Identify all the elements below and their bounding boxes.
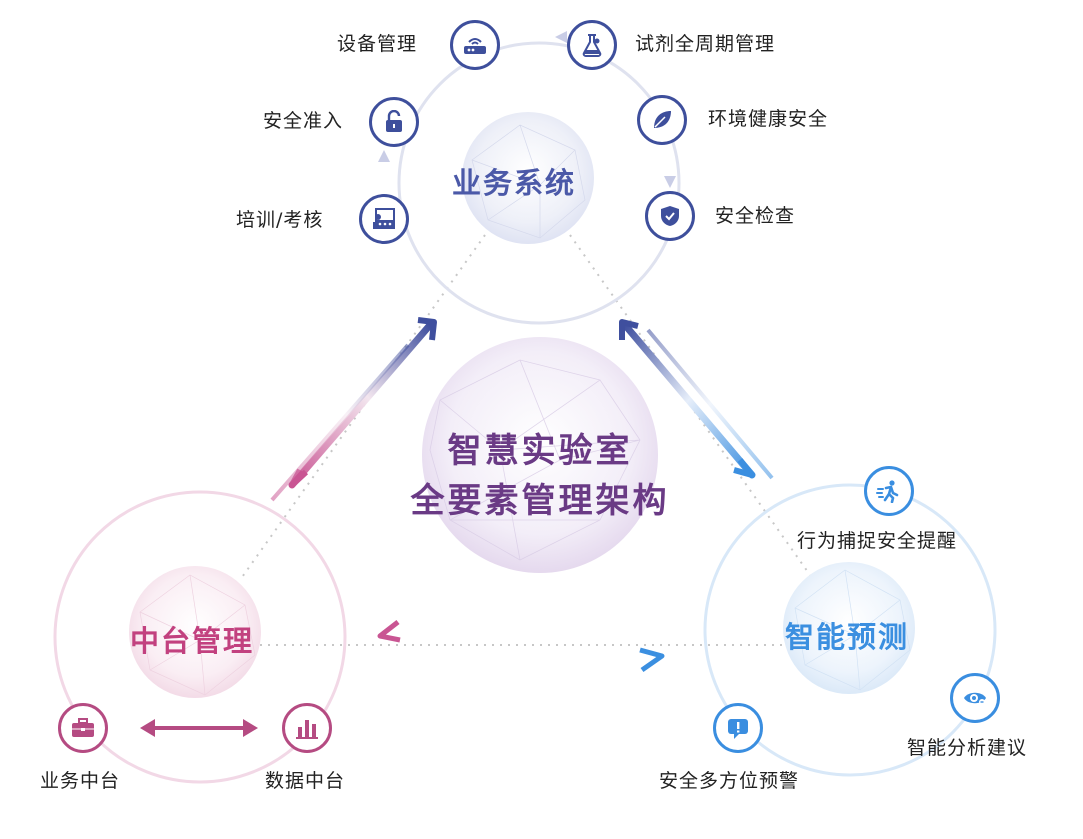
- label-environment: 环境健康安全: [708, 108, 829, 130]
- running-person-icon: [864, 466, 914, 516]
- intelligent-sphere: [783, 562, 915, 694]
- label-training: 培训/考核: [236, 209, 324, 231]
- business-sphere: [462, 112, 594, 244]
- business-ring: [397, 41, 681, 325]
- presentation-icon: [359, 194, 409, 244]
- label-warning: 安全多方位预警: [659, 770, 800, 792]
- label-business-platform: 业务中台: [40, 770, 121, 792]
- middle-sphere: [129, 566, 261, 698]
- arrow-business-intelligent: [619, 319, 774, 480]
- label-access: 安全准入: [263, 110, 344, 132]
- eye-icon: [950, 673, 1000, 723]
- center-title-line1: 智慧实验室: [447, 431, 633, 471]
- unlock-icon: [369, 97, 419, 147]
- arrow-platforms: [140, 719, 258, 737]
- flask-icon: [567, 20, 617, 70]
- intelligent-ring: [703, 483, 997, 777]
- label-analysis: 智能分析建议: [907, 737, 1028, 759]
- shield-check-icon: [645, 191, 695, 241]
- bar-chart-icon: [282, 703, 332, 753]
- hub-middle-title: 中台管理: [130, 624, 255, 658]
- center-title-line2: 全要素管理架构: [410, 481, 670, 521]
- label-inspection: 安全检查: [715, 205, 796, 227]
- label-data-platform: 数据中台: [265, 770, 346, 792]
- hub-business-title: 业务系统: [452, 166, 577, 200]
- briefcase-icon: [58, 703, 108, 753]
- arrow-middle-intelligent: [377, 620, 665, 673]
- middle-ring: [53, 490, 347, 784]
- label-reagent: 试剂全周期管理: [635, 33, 776, 55]
- label-device: 设备管理: [337, 33, 418, 55]
- arrow-business-middle: [270, 317, 437, 502]
- leaf-icon: [637, 95, 687, 145]
- center-sphere: [422, 337, 658, 573]
- hub-intelligent-title: 智能预测: [785, 620, 910, 654]
- label-behavior: 行为捕捉安全提醒: [797, 530, 958, 552]
- router-icon: [450, 20, 500, 70]
- alert-message-icon: [713, 703, 763, 753]
